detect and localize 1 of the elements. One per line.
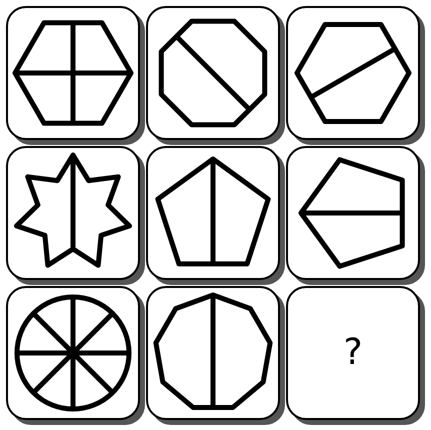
question-mark: ? — [343, 335, 363, 371]
